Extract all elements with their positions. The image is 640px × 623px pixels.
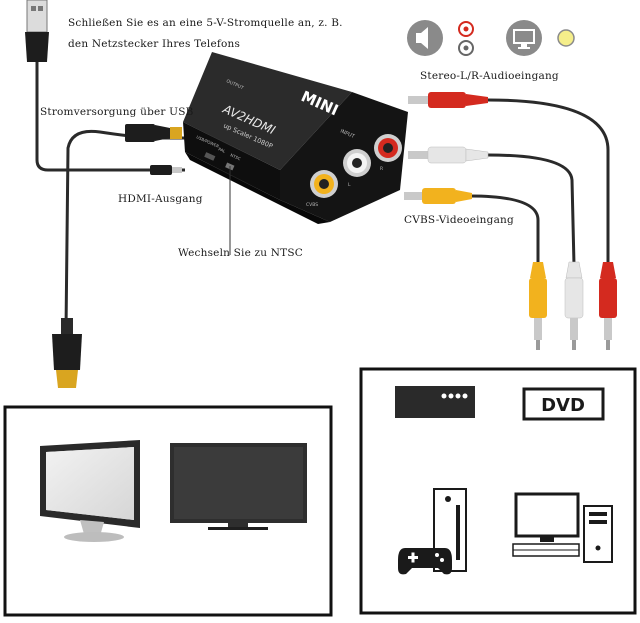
speaker-icon [407,20,443,56]
port-left-label: L [348,182,351,188]
red-rca-cable [487,98,610,265]
set-top-box-icon [395,386,475,418]
cvbs-input-label: CVBS-Videoeingang [404,214,514,226]
tv-icon [170,443,307,530]
intro-text: Schließen Sie es an eine 5-V-Stromquelle… [68,13,343,55]
rca-port-yellow [310,170,338,198]
rca-port-red [374,134,402,162]
converter-box: MINI AV2HDMI up Scaler 1080P OUTPUT INPU… [183,52,408,224]
hdmi-plug-top-icon [125,124,182,142]
intro-line-1: Schließen Sie es an eine 5-V-Stromquelle… [68,17,343,29]
port-video-label: CVBS [306,202,318,208]
gamepad-icon [398,548,452,575]
usb-power-label: Stromversorgung über USB [40,106,194,118]
rca-port-white [343,149,371,177]
micro-usb-port [204,152,216,161]
hdmi-cable [64,129,185,331]
dvd-icon: DVD [522,387,605,421]
usb-plug-icon [25,0,49,62]
rca-plug-yellow-vertical [529,262,547,350]
desktop-pc-icon [512,492,613,563]
hdmi-output-label: HDMI-Ausgang [118,193,203,205]
video-jack-icon [557,29,575,47]
monitor-icon [506,20,542,56]
rca-plug-white-vertical [564,261,584,350]
rca-plug-red-vertical [599,262,617,350]
switch-ntsc-label: NTSC [230,152,242,161]
port-right-label: R [380,166,383,172]
rca-plug-red-horizontal [408,92,488,108]
stereo-input-label: Stereo-L/R-Audioeingang [420,70,559,82]
white-rca-cable [487,153,576,266]
computer-monitor-icon [40,440,140,542]
dvd-label: DVD [541,395,585,416]
rca-plug-yellow-horizontal [404,188,472,204]
hdmi-plug-bottom-icon [52,318,82,388]
rca-plug-white-horizontal [408,146,489,164]
input-label: INPUT [339,128,356,140]
yellow-rca-cable [469,194,540,265]
switch-pal-label: PAL [218,146,227,154]
micro-usb-plug-icon [150,165,182,175]
usb-cable [35,62,185,172]
audio-jacks-icon [458,21,474,56]
ntsc-switch-label: Wechseln Sie zu NTSC [178,247,304,259]
intro-line-2: den Netzstecker Ihres Telefons [68,38,241,50]
